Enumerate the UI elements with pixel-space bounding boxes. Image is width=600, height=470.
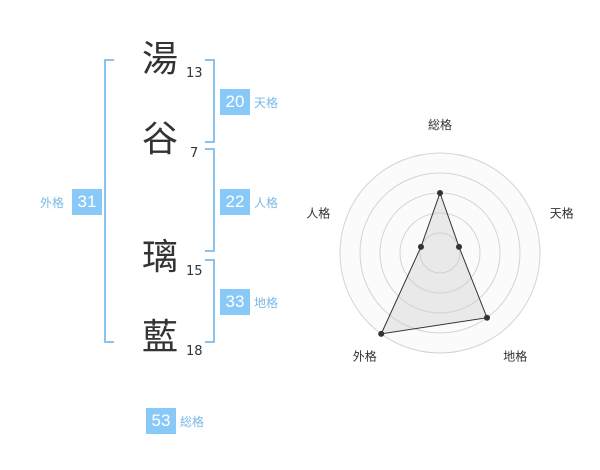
radar-axis-label-5: 人格 — [306, 205, 330, 220]
radar-area — [380, 191, 488, 335]
radar-axis-label-4: 外格 — [353, 349, 377, 364]
radar-point-5 — [417, 243, 424, 250]
radar-points — [378, 190, 491, 337]
tenkaku-label: 天格 — [254, 96, 279, 110]
tenkaku-bracket — [205, 59, 215, 143]
radar-point-4 — [378, 330, 385, 337]
stroke-count-2: 7 — [190, 146, 199, 161]
stroke-count-3: 15 — [186, 264, 203, 279]
jinkaku-bracket — [205, 148, 215, 252]
radar-axis-label-1: 総格 — [428, 117, 452, 132]
gaikaku-label: 外格 — [40, 196, 65, 210]
stroke-count-4: 18 — [186, 344, 203, 359]
chikaku-value-badge: 33 — [220, 289, 250, 315]
radar-ring-1 — [419, 232, 461, 274]
radar-point-2 — [456, 243, 463, 250]
radar-point-1 — [437, 190, 443, 196]
gaikaku-value-badge: 31 — [72, 189, 102, 215]
tenkaku-value-badge: 20 — [220, 89, 250, 115]
stroke-count-1: 13 — [186, 66, 203, 81]
radar-ring-5 — [339, 152, 541, 354]
radar-polygon — [380, 191, 488, 335]
radar-ring-4 — [359, 172, 521, 334]
chikaku-bracket — [205, 259, 215, 343]
jinkaku-value-badge: 22 — [220, 189, 250, 215]
radar-background — [340, 153, 540, 353]
radar-axis-label-3: 地格 — [503, 349, 527, 364]
name-char-3: 璃 — [141, 237, 178, 278]
chikaku-label: 地格 — [254, 296, 279, 310]
name-char-2: 谷 — [141, 119, 178, 160]
radar-axis-label-2: 天格 — [550, 205, 574, 220]
name-char-1: 湯 — [141, 39, 178, 80]
radar-point-3 — [484, 314, 491, 321]
gaikaku-bracket — [104, 59, 114, 343]
soukaku-value-badge: 53 — [146, 408, 176, 434]
name-char-4: 藍 — [141, 317, 178, 358]
jinkaku-label: 人格 — [254, 196, 279, 210]
soukaku-label: 総格 — [180, 415, 205, 429]
radar-ring-2 — [399, 212, 481, 294]
